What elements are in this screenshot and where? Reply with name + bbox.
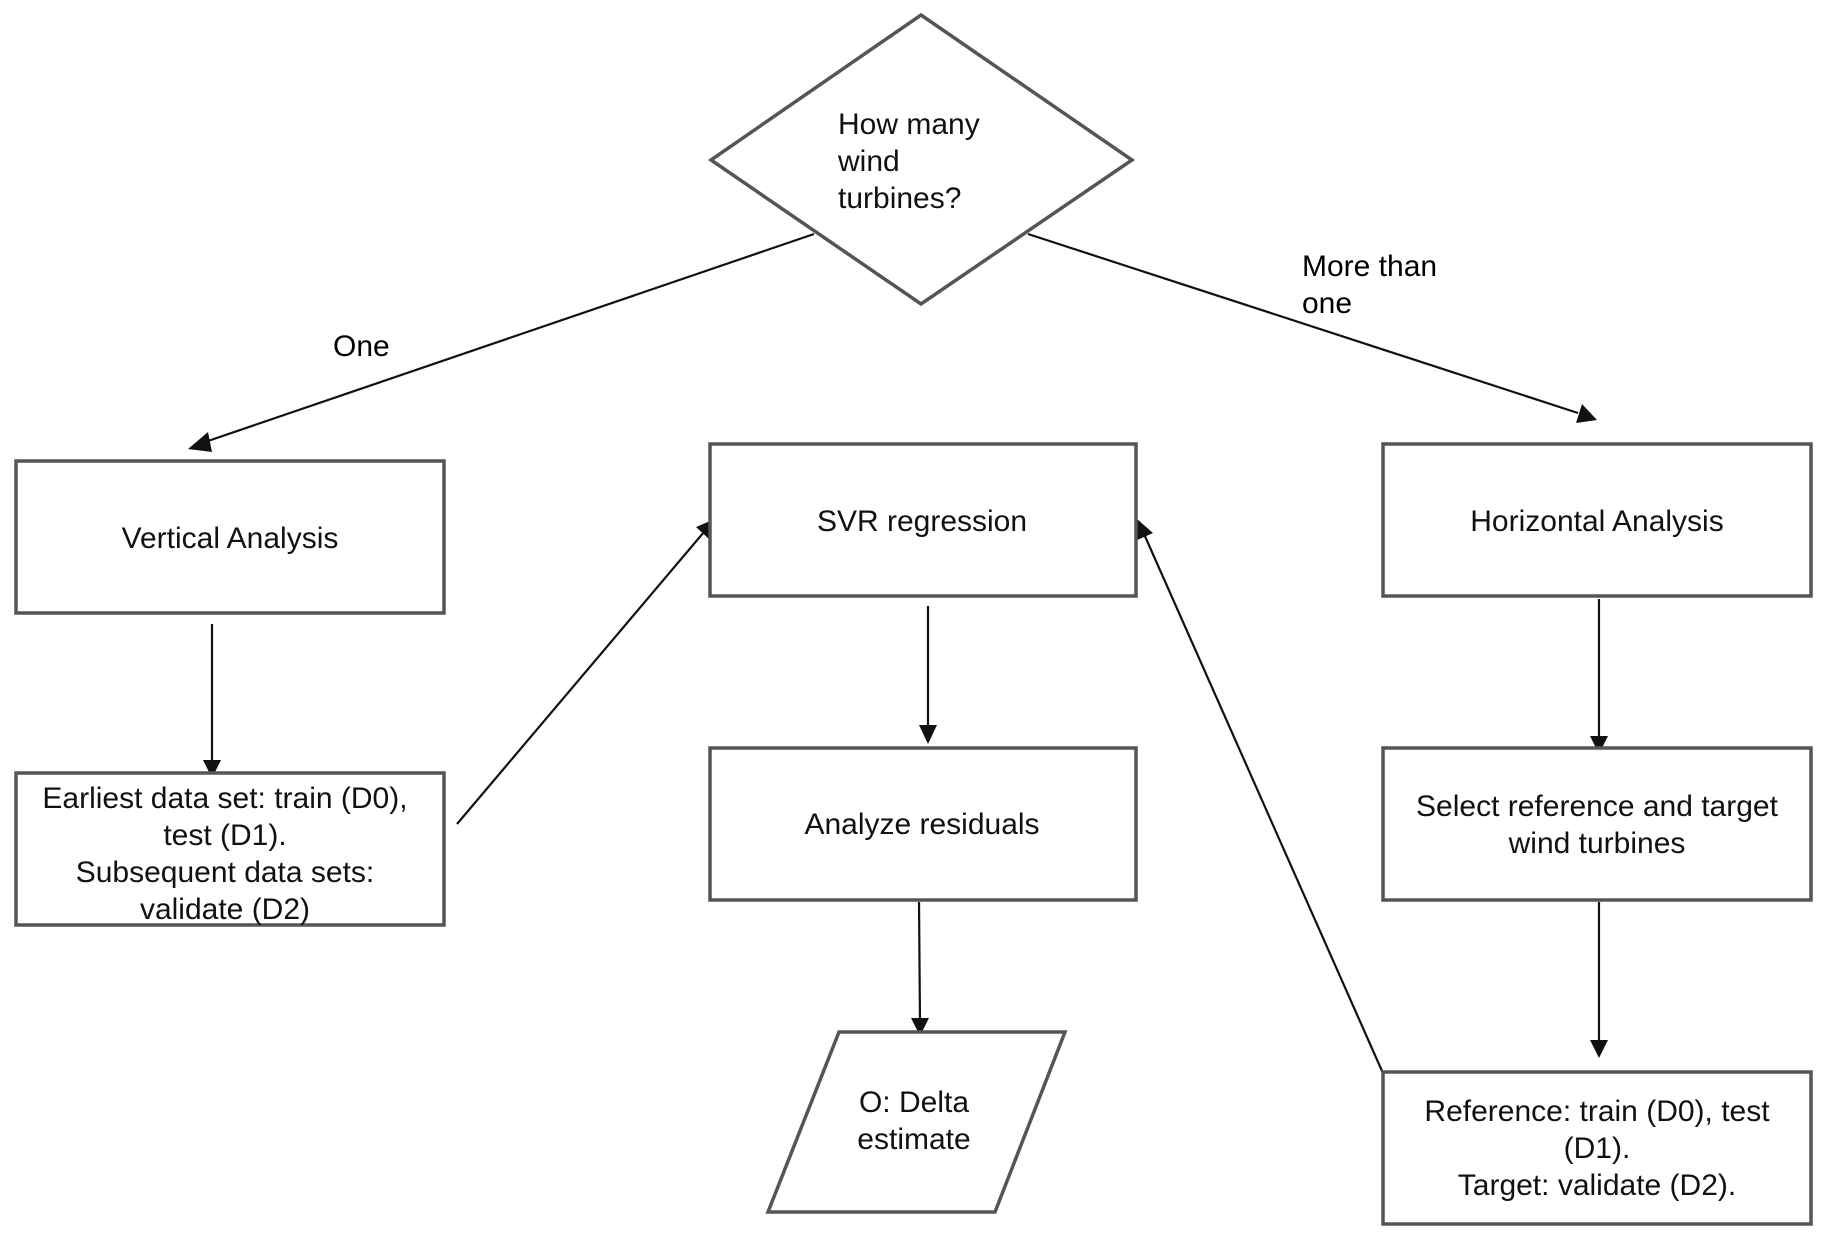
edge-label-more-than-one-line: one bbox=[1302, 287, 1352, 320]
output-label-line: estimate bbox=[857, 1123, 970, 1156]
decision-label-line: wind bbox=[837, 145, 900, 178]
reference-target-label-line: Target: validate (D2). bbox=[1458, 1169, 1736, 1202]
edge-decision-to-horizontal bbox=[1027, 232, 1597, 423]
reference-target-label: Reference: train (D0), test (D1). Target: … bbox=[1424, 1095, 1770, 1202]
edge-residuals-to-output bbox=[911, 901, 929, 1036]
vertical-analysis-label: Vertical Analysis bbox=[122, 522, 339, 555]
node-reference-target: Reference: train (D0), test (D1). Target: … bbox=[1381, 1070, 1813, 1226]
horizontal-analysis-label-line: Horizontal Analysis bbox=[1470, 505, 1723, 538]
decision-label-line: turbines? bbox=[838, 182, 961, 215]
analyze-residuals-label-line: Analyze residuals bbox=[804, 808, 1039, 841]
decision-label-line: How many bbox=[838, 108, 980, 141]
edge-label-one-line: One bbox=[333, 330, 390, 363]
node-select-turbines: Select reference and target wind turbines bbox=[1381, 746, 1813, 902]
reference-target-label-line: (D1). bbox=[1564, 1132, 1631, 1165]
earliest-data-label-line: Earliest data set: train (D0), bbox=[42, 782, 407, 815]
earliest-data-label: Earliest data set: train (D0), test (D1).… bbox=[42, 782, 407, 926]
output-label: O: Delta estimate bbox=[857, 1086, 970, 1156]
node-svr-regression: SVR regression bbox=[708, 442, 1138, 598]
analyze-residuals-label: Analyze residuals bbox=[804, 808, 1039, 841]
select-turbines-label: Select reference and target wind turbines bbox=[1416, 790, 1779, 860]
edge-earliest-to-svr bbox=[456, 519, 715, 825]
select-turbines-label-line: Select reference and target bbox=[1416, 790, 1779, 823]
earliest-data-label-line: Subsequent data sets: bbox=[76, 856, 375, 889]
node-horizontal-analysis: Horizontal Analysis bbox=[1381, 442, 1813, 598]
edge-reference-to-svr bbox=[1135, 519, 1388, 1081]
earliest-data-label-line: test (D1). bbox=[163, 819, 286, 852]
edge-select-to-reference bbox=[1590, 902, 1608, 1058]
node-earliest-data: Earliest data set: train (D0), test (D1).… bbox=[14, 771, 446, 927]
edge-horizontal-to-select bbox=[1590, 599, 1608, 754]
edges bbox=[188, 232, 1608, 1081]
vertical-analysis-label-line: Vertical Analysis bbox=[122, 522, 339, 555]
edge-svr-to-residuals bbox=[919, 606, 937, 744]
output-parallelogram bbox=[765, 1030, 1068, 1214]
svr-regression-label: SVR regression bbox=[817, 505, 1027, 538]
node-output: O: Delta estimate bbox=[765, 1030, 1068, 1214]
node-analyze-residuals: Analyze residuals bbox=[708, 746, 1138, 902]
edge-decision-to-vertical bbox=[188, 232, 815, 452]
horizontal-analysis-label: Horizontal Analysis bbox=[1470, 505, 1723, 538]
edge-label-one: One bbox=[333, 330, 390, 363]
edge-label-more-than-one-line: More than bbox=[1302, 250, 1437, 283]
select-turbines-label-line: wind turbines bbox=[1508, 827, 1686, 860]
earliest-data-label-line: validate (D2) bbox=[140, 893, 310, 926]
decision-diamond bbox=[707, 12, 1136, 307]
decision-label: How many wind turbines? bbox=[837, 108, 980, 215]
node-vertical-analysis: Vertical Analysis bbox=[14, 459, 446, 615]
svr-regression-label-line: SVR regression bbox=[817, 505, 1027, 538]
output-label-line: O: Delta bbox=[859, 1086, 969, 1119]
reference-target-label-line: Reference: train (D0), test bbox=[1424, 1095, 1770, 1128]
edge-vertical-to-earliest bbox=[203, 624, 221, 778]
edge-label-more-than-one: More than one bbox=[1302, 250, 1437, 320]
node-decision: How many wind turbines? bbox=[707, 12, 1136, 307]
